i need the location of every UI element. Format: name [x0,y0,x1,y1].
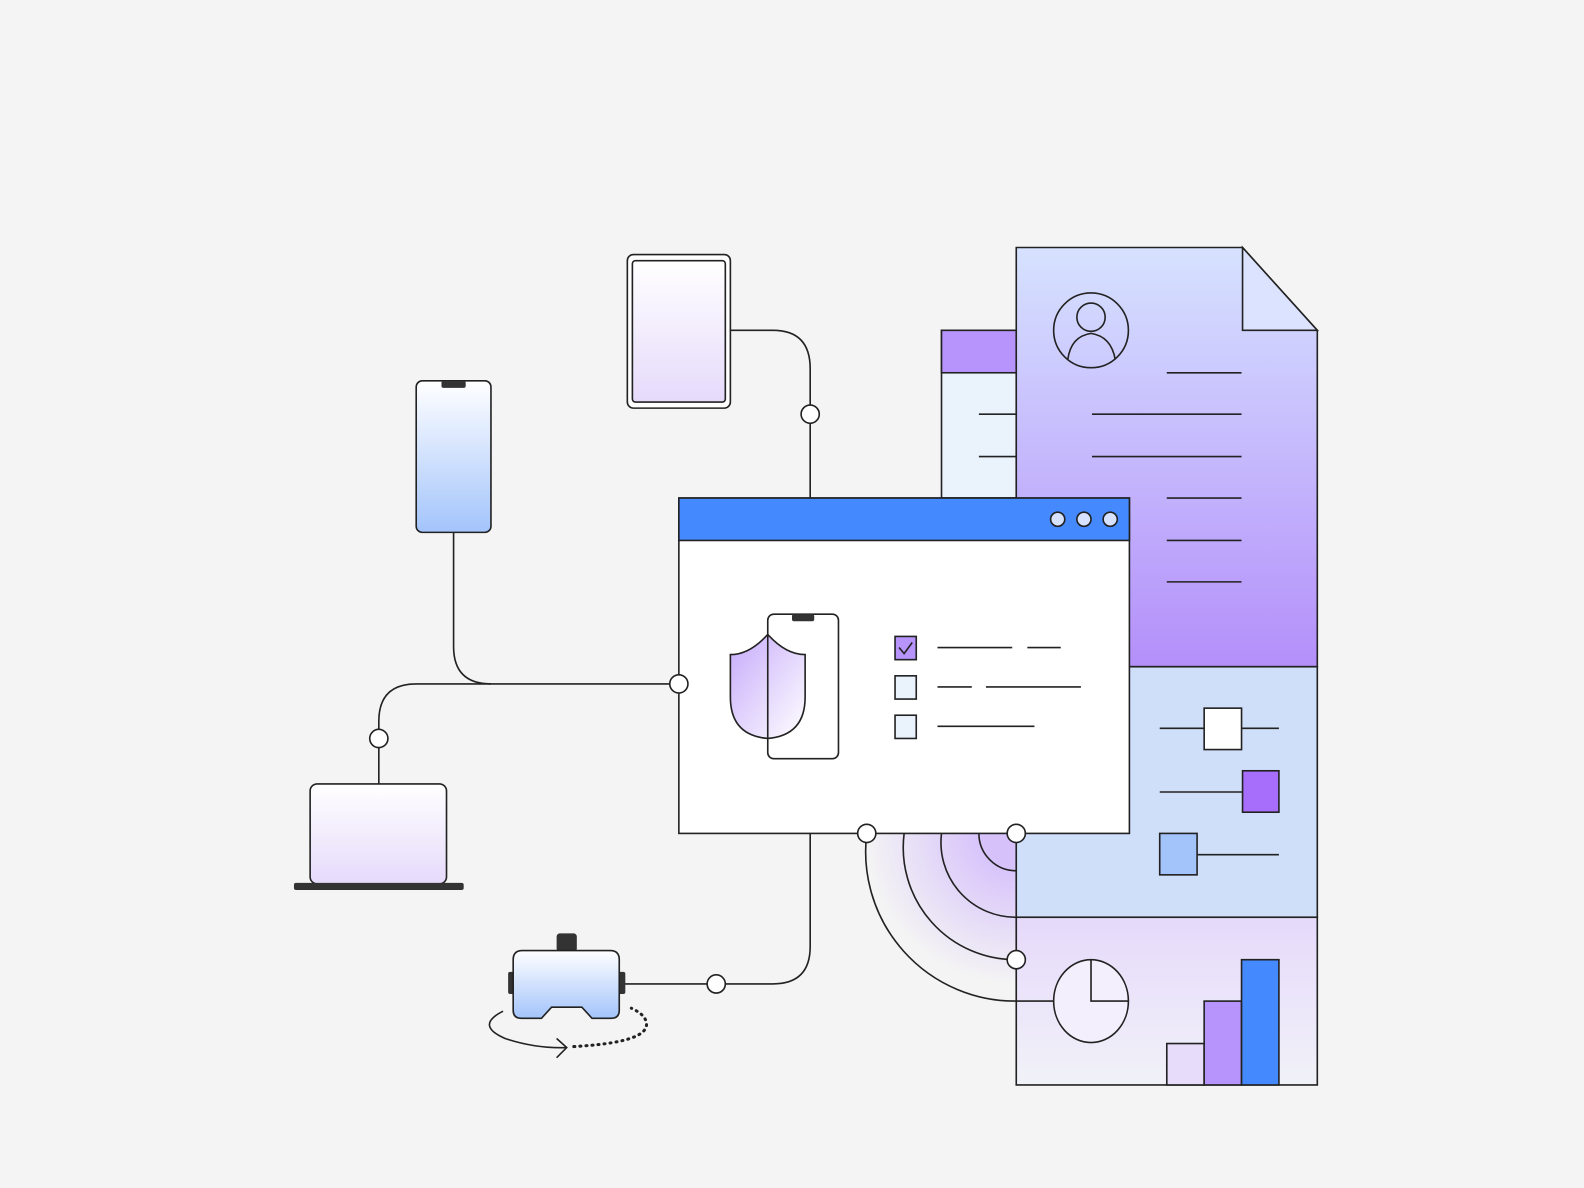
chart-panel [1015,916,1319,1086]
app-window [678,497,1131,835]
checkbox [894,714,918,740]
checkbox [894,675,918,700]
phone-icon [415,380,492,534]
window-control [1049,511,1066,528]
connector-node [706,974,727,994]
back-panel [940,329,1018,499]
pie-chart-icon [1052,958,1130,1044]
connector-node [1006,949,1027,970]
window-control [1102,511,1119,528]
text-lines [1092,371,1242,583]
vr-headset-icon [488,933,649,1059]
connector-phone [452,532,679,685]
connector-node [368,728,389,749]
connector-laptop [378,683,491,784]
connector-node [1006,823,1027,844]
user-avatar-icon [1052,292,1130,369]
slider-handle [1158,832,1198,876]
connector-node [800,404,821,425]
connector-vr [624,833,811,985]
slider-handle [1241,769,1280,814]
tablet-icon [626,253,732,409]
checkbox-checked [894,635,918,661]
connector-node [668,674,689,694]
checklist [894,635,1081,740]
bar [1165,1042,1205,1086]
shield-phone-icon [729,613,840,760]
laptop-icon [293,783,464,890]
connector-tablet [730,329,811,499]
bar [1240,958,1280,1086]
slider-handle [1203,707,1243,751]
connector-node [856,823,877,844]
window-control [1076,511,1092,528]
bar [1203,1000,1243,1086]
